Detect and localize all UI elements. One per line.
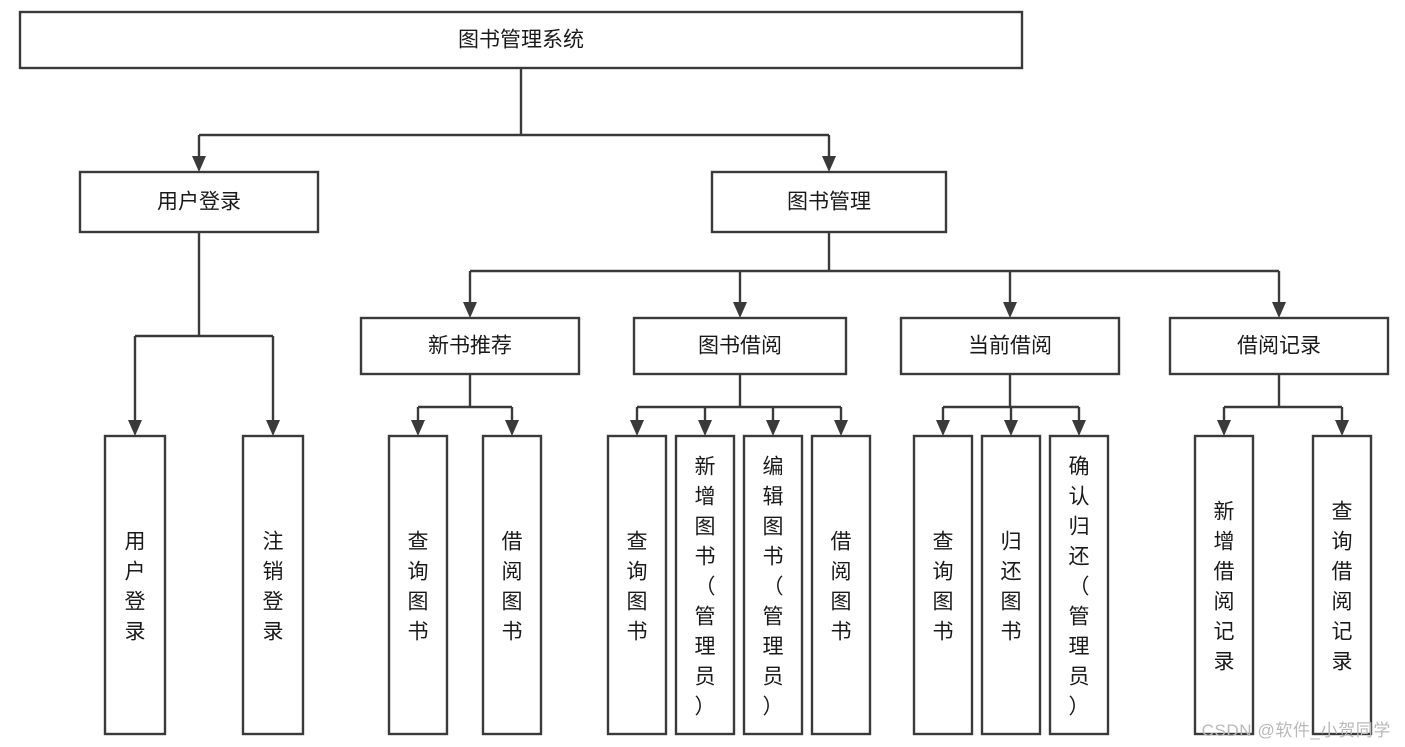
node-box [1168,316,1390,376]
node-label: 编辑图书（管理员） [763,455,784,718]
node-borrow-record[interactable]: 借阅记录 [1168,316,1390,376]
arrow-head-icon [128,420,142,436]
arrow-head-icon [698,420,712,436]
arrow-head-icon [192,156,206,172]
node-label: 用户登录 [125,530,146,643]
arrow-head-icon [733,302,747,318]
node-label: 新书推荐 [428,335,512,358]
arrow-head-icon [1004,420,1018,436]
node-leaf-borrow-query-book[interactable]: 查询图书 [606,434,668,736]
node-current-borrow[interactable]: 当前借阅 [899,316,1121,376]
node-label: 借阅图书 [502,530,523,643]
node-leaf-cur-confirm-return[interactable]: 确认归还（管理员） [1048,434,1110,736]
node-label: 确认归还（管理员） [1069,455,1090,718]
node-box [1193,434,1255,736]
node-leaf-user-logout[interactable]: 注销登录 [241,434,305,736]
node-label: 查询图书 [933,530,954,643]
node-book-manage[interactable]: 图书管理 [710,170,948,234]
node-box [1048,434,1110,736]
arrow-head-icon [1335,420,1349,436]
node-new-book-recommend[interactable]: 新书推荐 [359,316,581,376]
node-label: 注销登录 [263,530,284,643]
arrow-head-icon [266,420,280,436]
arrow-head-icon [1217,420,1231,436]
arrow-head-icon [1272,302,1286,318]
node-box [241,434,305,736]
node-box [103,434,167,736]
node-leaf-rec-add-record[interactable]: 新增借阅记录 [1193,434,1255,736]
node-leaf-rec-borrow-book[interactable]: 借阅图书 [481,434,543,736]
arrow-head-icon [630,420,644,436]
arrow-head-icon [1072,420,1086,436]
node-leaf-borrow-borrow-book[interactable]: 借阅图书 [810,434,872,736]
node-label: 新增借阅记录 [1214,500,1235,673]
node-box [899,316,1121,376]
node-leaf-rec-query-record[interactable]: 查询借阅记录 [1311,434,1373,736]
node-box [674,434,736,736]
node-root-图书管理系统[interactable]: 图书管理系统 [18,10,1024,70]
node-label: 查询图书 [408,530,429,643]
node-label: 借阅图书 [831,530,852,643]
node-box [810,434,872,736]
node-box [632,316,848,376]
node-box [18,10,1024,70]
watermark-text: CSDN @软件_小贺同学 [1201,721,1391,740]
arrow-head-icon [936,420,950,436]
node-box [742,434,804,736]
arrow-head-icon [822,156,836,172]
arrow-head-icon [1003,302,1017,318]
node-label: 查询借阅记录 [1332,500,1353,673]
arrow-head-icon [411,420,425,436]
node-box [359,316,581,376]
node-label: 用户登录 [157,191,241,214]
node-box [606,434,668,736]
node-label: 图书管理 [787,191,871,214]
node-label: 当前借阅 [968,335,1052,358]
node-leaf-user-login[interactable]: 用户登录 [103,434,167,736]
node-label: 图书借阅 [698,335,782,358]
node-leaf-rec-query-book[interactable]: 查询图书 [387,434,449,736]
node-leaf-borrow-add-book[interactable]: 新增图书（管理员） [674,434,736,736]
node-leaf-borrow-edit-book[interactable]: 编辑图书（管理员） [742,434,804,736]
node-label: 归还图书 [1001,530,1022,643]
node-box [710,170,948,234]
node-layer: 图书管理系统用户登录图书管理新书推荐图书借阅当前借阅借阅记录用户登录注销登录查询… [18,10,1390,736]
node-box [387,434,449,736]
node-label: 图书管理系统 [458,29,584,52]
node-book-borrow[interactable]: 图书借阅 [632,316,848,376]
node-box [481,434,543,736]
node-label: 新增图书（管理员） [695,455,716,718]
node-label: 查询图书 [627,530,648,643]
arrow-head-icon [463,302,477,318]
node-box [912,434,974,736]
node-leaf-cur-return-book[interactable]: 归还图书 [980,434,1042,736]
node-user-login[interactable]: 用户登录 [78,170,320,234]
node-box [980,434,1042,736]
node-leaf-cur-query-book[interactable]: 查询图书 [912,434,974,736]
node-label: 借阅记录 [1237,335,1321,358]
arrow-head-icon [766,420,780,436]
node-box [1311,434,1373,736]
arrow-head-icon [505,420,519,436]
connector-layer [128,68,1349,436]
node-box [78,170,320,234]
arrow-head-icon [834,420,848,436]
